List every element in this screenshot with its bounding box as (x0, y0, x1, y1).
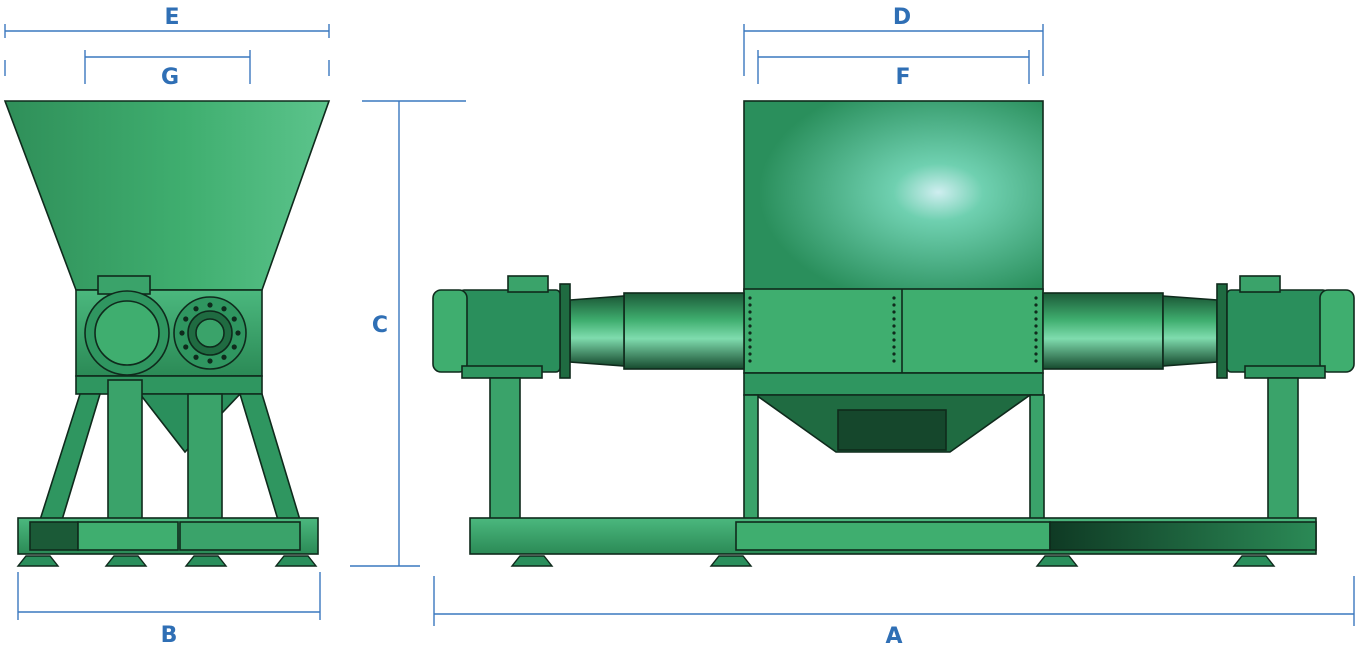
chamber-bolt (892, 317, 896, 321)
chamber-bolt (892, 296, 896, 300)
right-coupling-tube (1042, 292, 1164, 370)
chamber-bolt (892, 345, 896, 349)
leveling-foot (1035, 555, 1079, 567)
chamber-bolt (1034, 352, 1038, 356)
flange-bolt (193, 354, 199, 360)
leveling-foot (184, 555, 228, 567)
chamber-bolt (748, 296, 752, 300)
side-view (3, 100, 331, 567)
flange-bolt (235, 330, 241, 336)
chamber-bolt (1034, 317, 1038, 321)
chamber-bolt (748, 338, 752, 342)
dimension-annotations: E G C B D F A (4, 5, 1355, 649)
dimension-label-c: C (372, 313, 388, 338)
flange-bolt (179, 330, 185, 336)
chamber-bolt (748, 317, 752, 321)
left-motor (459, 289, 561, 373)
flange-bolt (221, 306, 227, 312)
chamber-bolt (748, 352, 752, 356)
flange-bolt (207, 302, 213, 308)
leveling-foot (16, 555, 60, 567)
flange-bolt (183, 316, 189, 322)
chamber-bolt (892, 352, 896, 356)
right-motor (1226, 289, 1328, 373)
chamber-bolt (892, 310, 896, 314)
leveling-foot (274, 555, 318, 567)
dimension-label-a: A (885, 624, 902, 649)
flange-bolt (193, 306, 199, 312)
dimension-label-f: F (895, 65, 910, 90)
hopper (3, 100, 331, 291)
cutting-chamber-box (743, 100, 1044, 292)
leveling-foot (709, 555, 753, 567)
chamber-bolt (748, 310, 752, 314)
flange-bolt (207, 358, 213, 364)
chamber-bolt (748, 331, 752, 335)
left-coupling-tube (623, 292, 745, 370)
dimension-label-e: E (164, 5, 179, 30)
chamber-bolt (748, 345, 752, 349)
leveling-foot (104, 555, 148, 567)
chamber-bolt (748, 359, 752, 363)
flange-bolt (231, 316, 237, 322)
dimension-label-d: D (893, 5, 911, 30)
dimension-label-b: B (161, 623, 178, 648)
chamber-bolt (1034, 310, 1038, 314)
chamber-bolt (1034, 345, 1038, 349)
leveling-foot (510, 555, 554, 567)
flange-bolt (183, 344, 189, 350)
leveling-foot (1232, 555, 1276, 567)
dimension-label-g: G (161, 65, 179, 90)
chamber-bolt (1034, 303, 1038, 307)
front-view (432, 100, 1355, 567)
chamber-bolt (892, 338, 896, 342)
chamber-bolt (1034, 324, 1038, 328)
chamber-bolt (748, 324, 752, 328)
chamber-bolt (892, 331, 896, 335)
chamber-bolt (1034, 359, 1038, 363)
flange-bolt (231, 344, 237, 350)
chamber-bolt (1034, 331, 1038, 335)
chamber-bolt (1034, 338, 1038, 342)
chamber-bolt (892, 324, 896, 328)
chamber-bolt (1034, 296, 1038, 300)
chamber-bolt (892, 359, 896, 363)
chamber-bolt (892, 303, 896, 307)
chamber-bolt (748, 303, 752, 307)
flange-bolt (221, 354, 227, 360)
